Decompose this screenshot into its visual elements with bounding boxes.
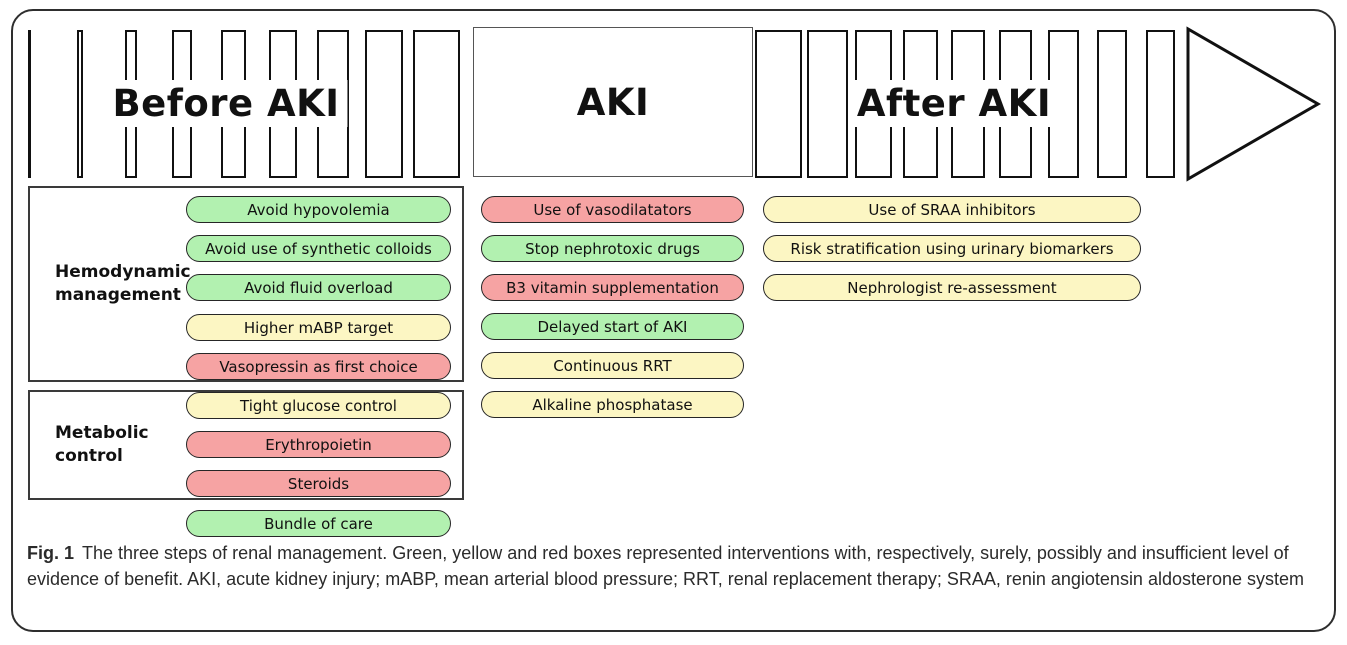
- intervention-pill: Higher mABP target: [186, 314, 451, 341]
- timeline-bar: [413, 30, 460, 178]
- timeline-bar: [1097, 30, 1127, 178]
- intervention-pill: Avoid fluid overload: [186, 274, 451, 301]
- intervention-pill: Continuous RRT: [481, 352, 744, 379]
- intervention-pill: Tight glucose control: [186, 392, 451, 419]
- intervention-pill: Avoid use of synthetic colloids: [186, 235, 451, 262]
- intervention-pill: Bundle of care: [186, 510, 451, 537]
- phase-title-after-aki: After AKI: [848, 80, 1060, 127]
- timeline-bar: [755, 30, 802, 178]
- timeline-bar: [1146, 30, 1175, 178]
- intervention-pill: Use of vasodilatators: [481, 196, 744, 223]
- intervention-pill: Stop nephrotoxic drugs: [481, 235, 744, 262]
- figure-caption-label: Fig. 1: [27, 543, 75, 563]
- figure-frame: [11, 9, 1336, 632]
- intervention-pill: Use of SRAA inhibitors: [763, 196, 1141, 223]
- timeline-bar: [77, 30, 83, 178]
- phase-title-before-aki: Before AKI: [104, 80, 348, 127]
- intervention-pill: Avoid hypovolemia: [186, 196, 451, 223]
- aki-phase-box: AKI: [473, 27, 753, 177]
- intervention-pill: Alkaline phosphatase: [481, 391, 744, 418]
- group-label-hemodynamic: Hemodynamic management: [55, 262, 191, 305]
- timeline-bar: [28, 30, 31, 178]
- intervention-pill: Risk stratification using urinary biomar…: [763, 235, 1141, 262]
- phase-title-aki: AKI: [576, 80, 650, 124]
- group-label-metabolic: Metabolic control: [55, 423, 149, 466]
- intervention-pill: B3 vitamin supplementation: [481, 274, 744, 301]
- arrowhead-icon: [1186, 26, 1322, 182]
- intervention-pill: Steroids: [186, 470, 451, 497]
- intervention-pill: Erythropoietin: [186, 431, 451, 458]
- intervention-pill: Vasopressin as first choice: [186, 353, 451, 380]
- timeline-bar: [807, 30, 848, 178]
- intervention-pill: Nephrologist re-assessment: [763, 274, 1141, 301]
- timeline-bar: [365, 30, 403, 178]
- intervention-pill: Delayed start of AKI: [481, 313, 744, 340]
- figure-caption-text: The three steps of renal management. Gre…: [27, 543, 1305, 589]
